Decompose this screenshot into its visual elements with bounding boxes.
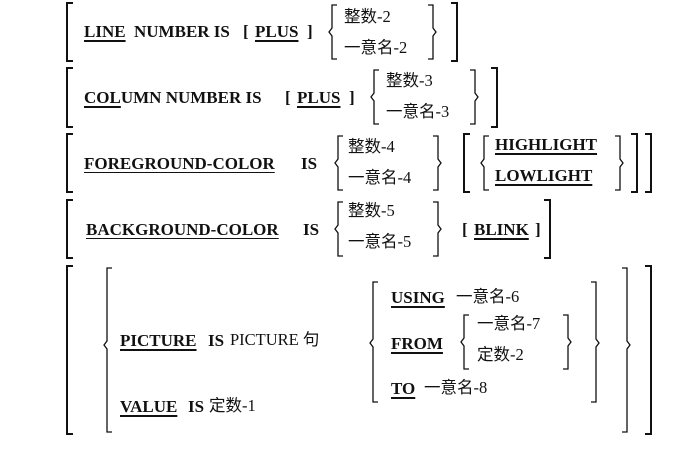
- background-choice-right-brace: [433, 201, 442, 257]
- keyword-is: IS: [188, 397, 205, 416]
- from-option-constant: 定数-2: [477, 345, 524, 364]
- optional-close-bracket: ]: [349, 88, 355, 107]
- highlight-outer-left-bracket: [463, 133, 470, 193]
- using-from-to-right-brace: [591, 281, 600, 403]
- keyword-value: VALUE: [120, 397, 178, 416]
- keyword-from: FROM: [391, 334, 443, 353]
- keyword-background-color: BACKGROUND-COLOR: [86, 220, 279, 239]
- column-choice-right-brace: [470, 69, 479, 125]
- line-option-integer: 整数-2: [344, 7, 391, 26]
- line-choice-right-brace: [428, 4, 437, 60]
- background-choice-left-brace: [334, 201, 343, 257]
- from-choice-right-brace: [563, 314, 572, 370]
- line-option-identifier: 一意名-2: [344, 38, 408, 57]
- using-from-to-left-brace: [369, 281, 378, 403]
- to-operand: 一意名-8: [424, 378, 488, 397]
- from-choice-left-brace: [460, 314, 469, 370]
- foreground-option-integer: 整数-4: [348, 137, 395, 156]
- keyword-column: COLUMN NUMBER IS: [84, 89, 262, 106]
- line-choice-left-brace: [328, 4, 337, 60]
- using-operand: 一意名-6: [456, 287, 520, 306]
- keyword-picture: PICTURE: [120, 331, 197, 350]
- keyword-is: IS: [208, 331, 225, 350]
- column-option-identifier: 一意名-3: [386, 102, 450, 121]
- column-option-integer: 整数-3: [386, 71, 433, 90]
- keyword-lowlight: LOWLIGHT: [495, 166, 593, 185]
- keyword-highlight: HIGHLIGHT: [495, 135, 598, 154]
- keyword-column-rest: UMN NUMBER IS: [120, 88, 262, 107]
- column-clause-right-bracket: [491, 67, 498, 128]
- background-option-identifier: 一意名-5: [348, 232, 412, 251]
- column-clause-left-bracket: [66, 67, 73, 128]
- foreground-choice-left-brace: [334, 135, 343, 191]
- picture-group-right-bracket: [645, 265, 652, 435]
- foreground-option-identifier: 一意名-4: [348, 168, 412, 187]
- keyword-column-required: COL: [84, 88, 121, 107]
- keyword-using: USING: [391, 288, 445, 307]
- foreground-clause-left-bracket: [66, 133, 73, 193]
- picture-value-left-brace: [103, 267, 112, 433]
- value-operand: 定数-1: [209, 396, 256, 415]
- highlight-outer-right-bracket: [631, 133, 638, 193]
- keyword-plus: PLUS: [297, 88, 341, 107]
- background-option-integer: 整数-5: [348, 201, 395, 220]
- line-clause-left-bracket: [66, 2, 73, 62]
- background-clause-left-bracket: [66, 199, 73, 259]
- optional-open-bracket: [: [462, 220, 468, 239]
- keyword-plus: PLUS: [255, 22, 299, 41]
- optional-open-bracket: [: [243, 22, 249, 41]
- keyword-number-is: NUMBER IS: [134, 22, 230, 41]
- keyword-is: IS: [303, 220, 320, 239]
- background-clause-right-bracket: [544, 199, 551, 259]
- picture-value-right-brace: [622, 267, 631, 433]
- optional-open-bracket: [: [285, 88, 291, 107]
- optional-close-bracket: ]: [307, 22, 313, 41]
- optional-close-bracket: ]: [535, 220, 541, 239]
- from-option-identifier: 一意名-7: [477, 314, 541, 333]
- foreground-clause-right-bracket-outer: [645, 133, 652, 193]
- column-choice-left-brace: [370, 69, 379, 125]
- keyword-line: LINE: [84, 22, 126, 41]
- foreground-choice-right-brace: [433, 135, 442, 191]
- keyword-is: IS: [301, 154, 318, 173]
- keyword-to: TO: [391, 379, 416, 398]
- highlight-right-brace: [615, 135, 624, 191]
- keyword-foreground-color: FOREGROUND-COLOR: [84, 154, 275, 173]
- picture-phrase: PICTURE 句: [230, 330, 320, 349]
- keyword-blink: BLINK: [474, 220, 529, 239]
- line-clause-right-bracket: [451, 2, 458, 62]
- highlight-left-brace: [480, 135, 489, 191]
- picture-group-left-bracket: [66, 265, 73, 435]
